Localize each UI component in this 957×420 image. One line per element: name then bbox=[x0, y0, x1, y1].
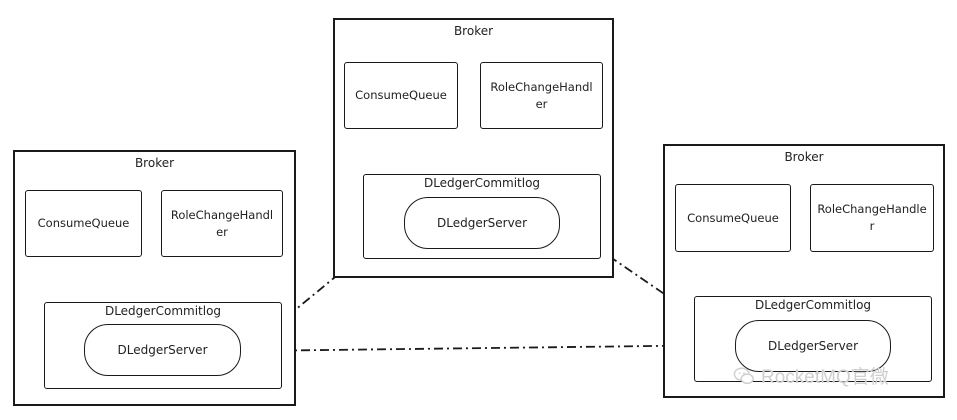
server-link-left-right bbox=[242, 337, 738, 359]
dledger-commitlog-label: DLedgerCommitlog bbox=[754, 298, 872, 312]
dledger-commitlog-box: DLedgerCommitlog bbox=[694, 296, 932, 382]
dledger-server-node: DLedgerServer bbox=[735, 320, 891, 372]
broker-title: Broker bbox=[784, 150, 824, 164]
role-change-handler-label: RoleChangeHandler bbox=[817, 202, 927, 233]
role-change-handler-box: RoleChangeHandler bbox=[480, 62, 603, 129]
server-link-left-middle bbox=[242, 221, 404, 353]
consume-queue-box: ConsumeQueue bbox=[25, 190, 142, 257]
consume-queue-label: ConsumeQueue bbox=[37, 216, 130, 230]
dledger-server-node: DLedgerServer bbox=[84, 324, 241, 376]
watermark-text: RocketMQ官微 bbox=[761, 367, 889, 388]
dledger-commitlog-label: DLedgerCommitlog bbox=[104, 304, 222, 318]
role-change-handler-box: RoleChangeHandler bbox=[810, 184, 934, 252]
dledger-commitlog-box: DLedgerCommitlog bbox=[363, 174, 601, 259]
role-change-handler-label: RoleChangeHandler bbox=[170, 207, 274, 239]
consume-queue-box: ConsumeQueue bbox=[675, 184, 791, 252]
role-change-handler-label: RoleChangeHandler bbox=[490, 79, 593, 111]
dledger-server-label: DLedgerServer bbox=[768, 339, 858, 353]
consume-queue-box: ConsumeQueue bbox=[344, 62, 458, 129]
watermark: RocketMQ官微 bbox=[733, 362, 889, 389]
role-change-handler-box: RoleChangeHandler bbox=[161, 190, 283, 257]
dledger-server-label: DLedgerServer bbox=[117, 343, 208, 357]
dledger-server-label: DLedgerServer bbox=[437, 216, 527, 230]
consume-queue-label: ConsumeQueue bbox=[355, 88, 447, 102]
broker-title: Broker bbox=[453, 24, 494, 38]
dledger-commitlog-label: DLedgerCommitlog bbox=[423, 176, 541, 190]
broker-title: Broker bbox=[134, 156, 175, 170]
consume-queue-label: ConsumeQueue bbox=[687, 210, 779, 225]
dledger-commitlog-box: DLedgerCommitlog bbox=[44, 302, 282, 389]
dledger-server-node: DLedgerServer bbox=[404, 197, 560, 249]
wechat-icon bbox=[733, 366, 754, 384]
